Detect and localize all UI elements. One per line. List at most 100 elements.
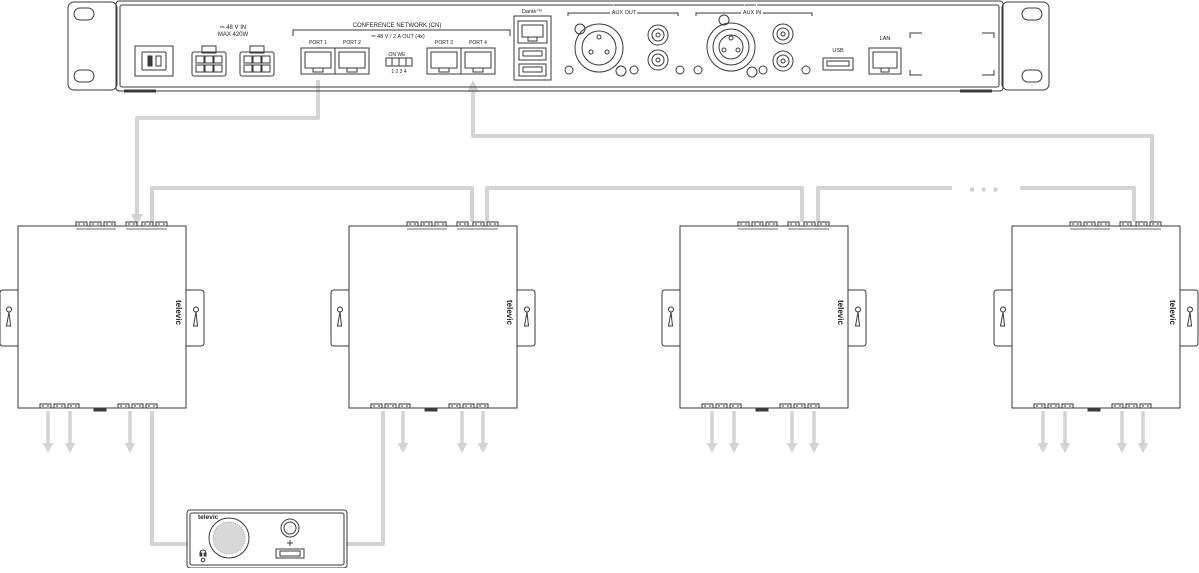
top-connector-6[interactable] xyxy=(155,221,168,227)
bottom-connector-3[interactable] xyxy=(67,403,80,409)
cables xyxy=(42,80,1154,546)
bottom-connector-4[interactable] xyxy=(448,403,461,409)
cable-unit4-to-port4 xyxy=(467,80,1154,222)
bottom-connector-3[interactable] xyxy=(398,403,411,409)
keyhole-icon xyxy=(1186,306,1193,327)
delegate-unit xyxy=(186,509,348,569)
top-connector-3[interactable] xyxy=(434,221,447,227)
rack-ear-right xyxy=(1001,1,1050,91)
bottom-connector-6[interactable] xyxy=(145,403,158,409)
extension-unit-brand: televic xyxy=(505,300,514,325)
power-switch[interactable] xyxy=(134,45,174,77)
bottom-connector-2[interactable] xyxy=(1047,403,1060,409)
bottom-connector-2[interactable] xyxy=(715,403,728,409)
bottom-connector-2[interactable] xyxy=(53,403,66,409)
dante-port[interactable] xyxy=(517,20,548,44)
bottom-indicator xyxy=(1087,408,1101,412)
bottom-connector-3[interactable] xyxy=(1061,403,1074,409)
bottom-connector-6[interactable] xyxy=(807,403,820,409)
bottom-connector-5[interactable] xyxy=(1125,403,1138,409)
top-connector-1[interactable] xyxy=(1069,221,1082,227)
bottom-connector-1[interactable] xyxy=(1033,403,1046,409)
cable-unit3-to-gap xyxy=(816,186,952,222)
top-connector-5[interactable] xyxy=(472,221,485,227)
dante-usb-2[interactable] xyxy=(518,63,547,77)
top-connector-2[interactable] xyxy=(751,221,764,227)
dante-module xyxy=(513,15,552,81)
cn-port-4[interactable] xyxy=(460,47,496,75)
bottom-connector-6[interactable] xyxy=(476,403,489,409)
network-title: CONFERENCE NETWORK (CN) xyxy=(353,23,442,29)
top-connector-3[interactable] xyxy=(765,221,778,227)
keyhole-icon xyxy=(192,306,199,327)
aux-in-rca-bottom[interactable] xyxy=(772,50,794,72)
cn-port-1[interactable] xyxy=(300,47,336,75)
top-connector-6[interactable] xyxy=(817,221,830,227)
bottom-connector-5[interactable] xyxy=(131,403,144,409)
bottom-connector-4[interactable] xyxy=(779,403,792,409)
aux-out-xlr[interactable] xyxy=(574,23,627,77)
top-connector-2[interactable] xyxy=(89,221,102,227)
bottom-connector-1[interactable] xyxy=(370,403,383,409)
top-connector-2[interactable] xyxy=(420,221,433,227)
mounting-tab-left xyxy=(330,289,349,347)
cn-port-3[interactable] xyxy=(426,47,462,75)
aux-out-rca-top[interactable] xyxy=(647,24,669,46)
mounting-tab-right xyxy=(517,289,536,347)
delegate-usb-port[interactable] xyxy=(275,548,305,559)
aux-in-rca-top[interactable] xyxy=(772,23,794,45)
bottom-indicator xyxy=(424,408,438,412)
top-connector-4[interactable] xyxy=(125,221,138,227)
cable-gap-to-unit4 xyxy=(1020,186,1136,222)
aux-out-rca-bottom[interactable] xyxy=(647,49,669,71)
cn-port-2[interactable] xyxy=(334,47,370,75)
power-connector-1[interactable] xyxy=(191,51,227,77)
top-connector-5[interactable] xyxy=(1135,221,1148,227)
top-connector-1[interactable] xyxy=(406,221,419,227)
top-connector-3[interactable] xyxy=(1097,221,1110,227)
keyhole-icon xyxy=(667,306,674,327)
top-connector-5[interactable] xyxy=(141,221,154,227)
top-connector-4[interactable] xyxy=(1119,221,1132,227)
bottom-connector-3[interactable] xyxy=(729,403,742,409)
microphone-socket[interactable] xyxy=(280,518,300,538)
bottom-connector-5[interactable] xyxy=(462,403,475,409)
port-2-label: PORT 2 xyxy=(343,40,361,46)
top-connector-4[interactable] xyxy=(456,221,469,227)
bottom-connector-5[interactable] xyxy=(793,403,806,409)
bottom-connector-1[interactable] xyxy=(39,403,52,409)
aux-in-label: AUX IN xyxy=(743,10,761,16)
top-connector-2[interactable] xyxy=(1083,221,1096,227)
dante-usb-1[interactable] xyxy=(518,47,547,61)
bottom-connector-4[interactable] xyxy=(1111,403,1124,409)
extension-unit-body xyxy=(348,225,518,409)
mounting-tab-left xyxy=(0,289,18,347)
power-spec-line2: MAX 420W xyxy=(218,32,249,38)
top-connector-1[interactable] xyxy=(75,221,88,227)
keyhole-icon xyxy=(5,306,12,327)
label-zone xyxy=(909,32,922,38)
lan-port[interactable] xyxy=(868,47,902,75)
delegate-brand: televic xyxy=(198,514,219,521)
bottom-connector-6[interactable] xyxy=(1139,403,1152,409)
bottom-connector-1[interactable] xyxy=(701,403,714,409)
top-connector-6[interactable] xyxy=(1149,221,1162,227)
usb-port[interactable] xyxy=(822,57,854,71)
extension-unit-body xyxy=(679,225,849,409)
mounting-tab-right xyxy=(186,289,205,347)
bottom-connector-2[interactable] xyxy=(384,403,397,409)
port-3-label: PORT 3 xyxy=(435,40,453,46)
top-connector-6[interactable] xyxy=(486,221,499,227)
power-connector-2[interactable] xyxy=(239,51,275,77)
top-connector-5[interactable] xyxy=(803,221,816,227)
aux-in-xlr[interactable] xyxy=(706,14,758,78)
top-connector-1[interactable] xyxy=(737,221,750,227)
bottom-connector-4[interactable] xyxy=(117,403,130,409)
mounting-tab-right xyxy=(848,289,867,347)
top-connector-3[interactable] xyxy=(103,221,116,227)
top-connector-4[interactable] xyxy=(787,221,800,227)
headphone-icon xyxy=(199,549,207,557)
mounting-tab-left xyxy=(993,289,1012,347)
